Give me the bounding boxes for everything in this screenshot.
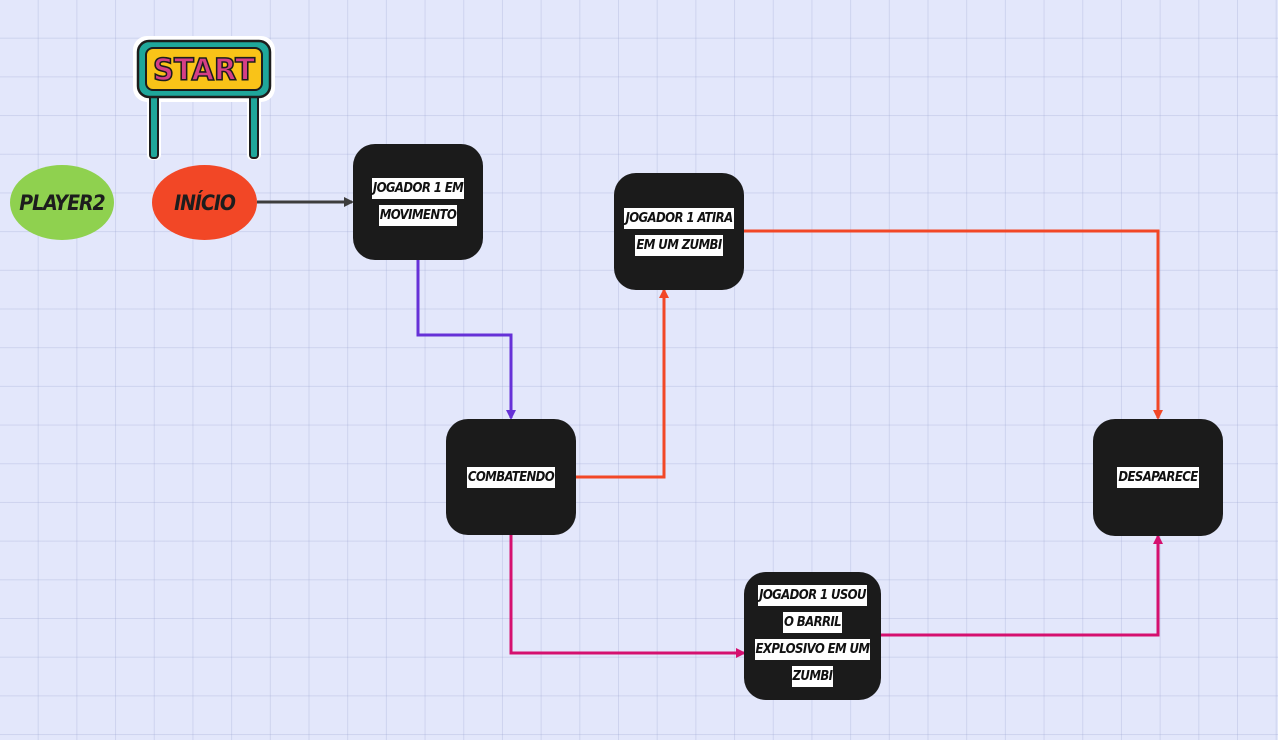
node-jogador-atira[interactable]: JOGADOR 1 ATIRA EM UM ZUMBI xyxy=(614,173,744,290)
node-line: EM UM ZUMBI xyxy=(635,234,723,256)
node-line: O BARRIL xyxy=(783,612,842,633)
connector-fighting-to-barrel[interactable] xyxy=(509,535,746,658)
inicio-pill[interactable]: INÍCIO xyxy=(152,165,257,240)
start-sign-graphic xyxy=(133,36,275,160)
node-desaparece-label: DESAPARECE xyxy=(1117,464,1199,491)
node-line: COMBATENDO xyxy=(466,466,556,488)
connector-shoots-to-disappears[interactable] xyxy=(744,229,1163,420)
node-line: JOGADOR 1 USOU xyxy=(758,585,867,606)
node-line: ZUMBI xyxy=(791,666,834,687)
inicio-label: INÍCIO xyxy=(174,190,236,215)
node-barril-explosivo[interactable]: JOGADOR 1 USOU O BARRIL EXPLOSIVO EM UM … xyxy=(744,572,881,700)
player2-label: PLAYER2 xyxy=(19,190,105,215)
node-line: JOGADOR 1 EM xyxy=(371,178,465,199)
node-line: EXPLOSIVO EM UM xyxy=(754,639,871,660)
node-jogador-atira-label: JOGADOR 1 ATIRA EM UM ZUMBI xyxy=(624,205,734,259)
node-combatendo[interactable]: COMBATENDO xyxy=(446,419,576,535)
connector-fighting-to-shoots[interactable] xyxy=(576,288,669,479)
node-line: DESAPARECE xyxy=(1117,467,1199,488)
node-line: JOGADOR 1 ATIRA xyxy=(624,207,734,229)
node-jogador-movimento[interactable]: JOGADOR 1 EM MOVIMENTO xyxy=(353,144,483,260)
node-barril-explosivo-label: JOGADOR 1 USOU O BARRIL EXPLOSIVO EM UM … xyxy=(754,582,871,690)
connector-barrel-to-disappears[interactable] xyxy=(881,534,1163,637)
player2-pill[interactable]: PLAYER2 xyxy=(10,165,114,240)
node-desaparece[interactable]: DESAPARECE xyxy=(1093,419,1223,536)
start-sign-sticker[interactable]: START xyxy=(133,36,275,162)
node-combatendo-label: COMBATENDO xyxy=(466,464,556,491)
start-sign-text: START xyxy=(153,53,256,88)
node-line: MOVIMENTO xyxy=(378,205,458,226)
node-jogador-movimento-label: JOGADOR 1 EM MOVIMENTO xyxy=(371,175,465,229)
connector-moving-to-fighting[interactable] xyxy=(416,260,516,420)
